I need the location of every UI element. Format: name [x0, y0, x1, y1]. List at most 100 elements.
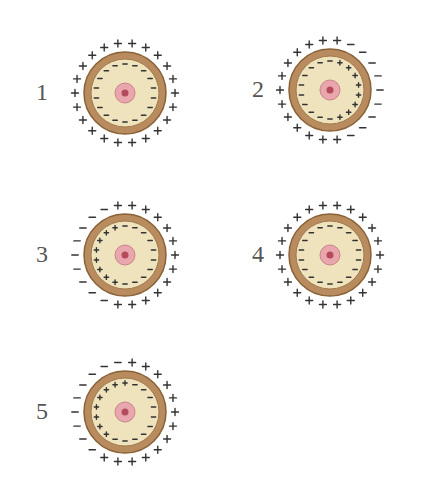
positive-charge — [114, 139, 121, 146]
positive-charge — [164, 117, 171, 124]
nucleus — [115, 245, 135, 265]
nucleus — [320, 80, 340, 100]
negative-charge — [133, 384, 137, 385]
negative-charge — [299, 84, 303, 85]
positive-charge — [129, 301, 136, 308]
nucleolus — [122, 90, 129, 97]
negative-charge — [299, 94, 303, 95]
figure-number: 4 — [252, 242, 264, 266]
nucleolus — [327, 87, 334, 94]
cell-membrane — [84, 371, 166, 453]
positive-charge — [142, 454, 149, 461]
negative-charge — [369, 116, 375, 117]
positive-charge — [104, 231, 108, 235]
positive-charge — [98, 424, 102, 428]
nucleus — [115, 402, 135, 422]
positive-charge — [142, 363, 149, 370]
positive-charge — [129, 139, 136, 146]
cell-membrane — [84, 214, 166, 296]
positive-charge — [142, 135, 149, 142]
positive-charge — [172, 90, 179, 97]
positive-charge — [154, 127, 161, 134]
positive-charge — [294, 124, 301, 131]
figure-number: 3 — [36, 242, 48, 266]
negative-charge — [115, 362, 121, 363]
nucleus — [320, 245, 340, 265]
negative-charge — [113, 65, 117, 66]
positive-charge — [334, 136, 341, 143]
positive-charge — [356, 83, 360, 87]
negative-charge — [299, 259, 303, 260]
negative-charge — [377, 89, 383, 90]
negative-charge — [89, 217, 95, 218]
negative-charge — [360, 52, 366, 53]
positive-charge — [169, 75, 176, 82]
negative-charge — [348, 135, 354, 136]
negative-charge — [309, 67, 313, 68]
positive-charge — [279, 101, 286, 108]
positive-charge — [172, 409, 179, 416]
positive-charge — [346, 66, 350, 70]
negative-charge — [148, 269, 152, 270]
negative-charge — [141, 70, 145, 71]
negative-charge — [309, 277, 313, 278]
negative-charge — [356, 249, 360, 250]
positive-charge — [79, 62, 86, 69]
positive-charge — [129, 359, 136, 366]
negative-charge — [318, 62, 322, 63]
cytoplasm — [91, 59, 159, 127]
negative-charge — [375, 75, 381, 76]
negative-charge — [328, 60, 332, 61]
negative-charge — [303, 75, 307, 76]
negative-charge — [133, 227, 137, 228]
negative-charge — [101, 300, 107, 301]
negative-charge — [101, 209, 107, 210]
positive-charge — [154, 289, 161, 296]
positive-charge — [164, 381, 171, 388]
negative-charge — [80, 384, 86, 385]
positive-charge — [279, 266, 286, 273]
positive-charge — [104, 432, 108, 436]
positive-charge — [72, 90, 79, 97]
negative-charge — [309, 232, 313, 233]
positive-charge — [98, 267, 102, 271]
positive-charge — [169, 104, 176, 111]
positive-charge — [79, 117, 86, 124]
nucleolus — [327, 252, 334, 259]
negative-charge — [104, 115, 108, 116]
positive-charge — [284, 59, 291, 66]
positive-charge — [164, 62, 171, 69]
negative-charge — [353, 240, 357, 241]
negative-charge — [80, 227, 86, 228]
positive-charge — [123, 381, 127, 385]
negative-charge — [360, 127, 366, 128]
positive-charge — [154, 52, 161, 59]
negative-charge — [141, 434, 145, 435]
positive-charge — [369, 224, 376, 231]
negative-charge — [113, 439, 117, 440]
figure-number: 5 — [36, 399, 48, 423]
negative-charge — [123, 63, 127, 64]
positive-charge — [377, 252, 384, 259]
negative-charge — [346, 277, 350, 278]
negative-charge — [94, 97, 98, 98]
negative-charge — [328, 118, 332, 119]
positive-charge — [284, 224, 291, 231]
negative-charge — [148, 107, 152, 108]
positive-charge — [169, 237, 176, 244]
negative-charge — [328, 225, 332, 226]
positive-charge — [89, 52, 96, 59]
positive-charge — [154, 371, 161, 378]
negative-charge — [151, 406, 155, 407]
positive-charge — [319, 301, 326, 308]
positive-charge — [374, 237, 381, 244]
positive-charge — [164, 436, 171, 443]
cytoplasm — [91, 221, 159, 289]
negative-charge — [74, 425, 80, 426]
negative-charge — [80, 281, 86, 282]
positive-charge — [359, 289, 366, 296]
positive-charge — [277, 87, 284, 94]
positive-charge — [346, 110, 350, 114]
negative-charge — [348, 44, 354, 45]
